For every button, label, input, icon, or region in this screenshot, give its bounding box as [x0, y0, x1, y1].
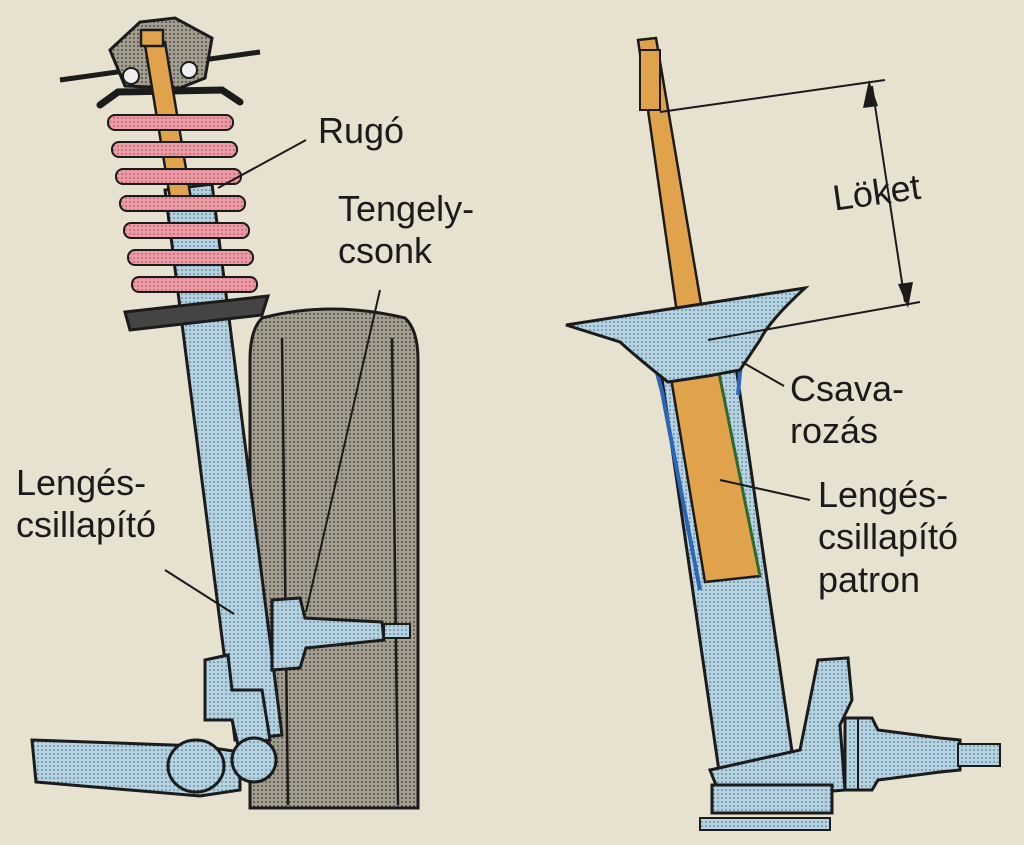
top-flange [565, 285, 810, 384]
stub-axle [270, 596, 386, 672]
label-damper-cartridge-line3: patron [818, 558, 921, 600]
wheel-hub [843, 716, 962, 792]
label-spring-text: Rugó [318, 110, 405, 151]
label-stub-axle-line1: Tengely- [338, 188, 475, 229]
label-threading-line1: Csava- [790, 368, 905, 409]
left-strut-assembly [30, 16, 420, 810]
ball-joint [230, 736, 278, 784]
label-damper-cartridge-line1: Lengés- [818, 474, 949, 515]
label-stub-axle: Tengely- csonk [338, 188, 474, 273]
stroke-dimension [659, 79, 921, 341]
label-damper-cartridge-line2: csillapító [818, 516, 959, 558]
right-strut-assembly [565, 36, 1001, 831]
tire [248, 307, 420, 810]
label-spring: Rugó [318, 110, 404, 152]
label-stub-axle-line2: csonk [338, 230, 433, 272]
label-damper-left-line1: Lengés- [16, 462, 147, 503]
steering-knuckle [203, 653, 272, 747]
label-damper-left: Lengés- csillapító [16, 462, 156, 547]
label-threading-line2: rozás [790, 410, 879, 452]
coil-spring [107, 114, 258, 293]
lower-spring-seat [123, 294, 271, 332]
label-damper-left-line2: csillapító [16, 504, 157, 546]
label-damper-cartridge: Lengés- csillapító patron [818, 474, 958, 601]
label-threading: Csava- rozás [790, 368, 904, 453]
